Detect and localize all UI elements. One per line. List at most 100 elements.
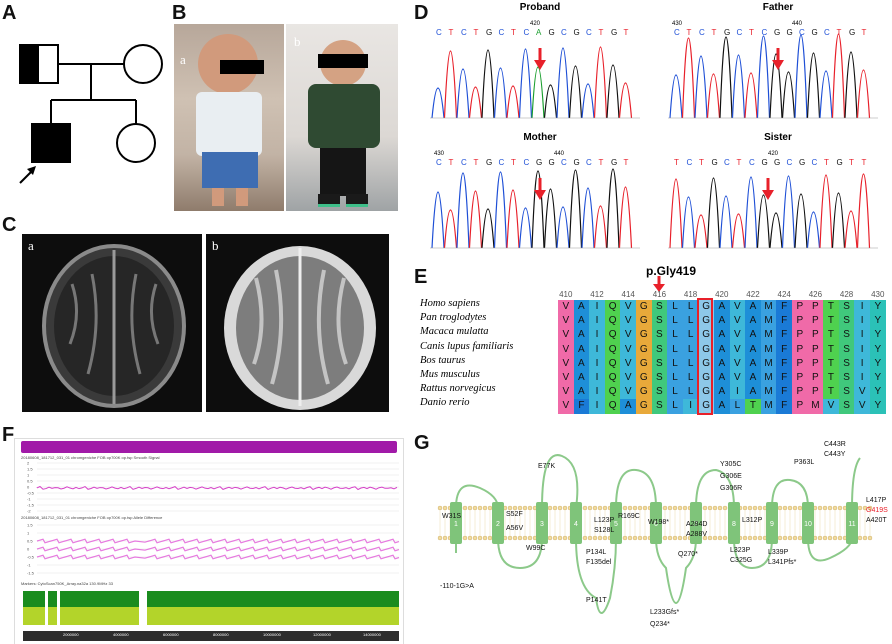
panel-label-e: E [414,266,428,288]
aa-cell: A [745,328,761,343]
variant-label: W31S [442,513,461,520]
aa-cell: Q [604,356,621,371]
aa-cell: V [620,342,636,357]
tm-helix [610,502,622,544]
aa-cell: L [682,356,699,371]
species-name: Pan troglodytes [420,312,487,324]
trace-peak [556,206,570,249]
position-number: 440 [792,21,803,27]
trace-peak [618,82,633,119]
shoe-left [318,194,340,207]
aa-cell: P [792,356,808,371]
aa-cell: L [682,342,699,357]
aa-cell: V [620,356,636,371]
base-call: T [824,158,829,167]
aa-cell: G [636,314,652,329]
variant-label: P134L [586,549,606,556]
aa-cell: I [589,399,605,414]
photo-sub-label-b: b [294,34,301,49]
aa-cell: T [823,342,839,357]
trace-peak [731,54,746,119]
black-pants [320,148,366,196]
base-call: G [774,28,780,37]
aa-cell: V [620,300,636,315]
aa-cell: V [854,399,870,414]
variant-label: L339P [768,549,789,556]
position-number: 430 [672,21,683,27]
aa-cell: T [745,399,761,414]
aa-cell: V [558,328,574,343]
trace-peak [719,36,733,119]
base-call: C [799,28,805,37]
y-tick-label: 1 [27,473,30,478]
trace-peak [831,33,846,119]
variant-arrow-head [534,190,546,200]
aa-cell: S [838,328,855,343]
aa-cell: V [729,356,746,371]
aa-cell: V [854,385,870,400]
trace-peak [581,187,595,249]
variant-arrow-head [772,60,784,70]
trace-peak [856,173,871,249]
aa-cell: G [698,385,714,400]
position-tick: 430 [871,290,885,299]
tm-number: 6 [654,521,658,528]
aa-cell: V [620,314,636,329]
tm-number: 11 [848,521,855,528]
aa-cell: S [838,342,855,357]
aa-cell: P [792,300,808,315]
trace-peak [794,193,808,249]
aa-cell: G [636,371,652,386]
sister-symbol [116,123,156,163]
trace-peak [431,87,445,119]
y-tick-label: 0.5 [27,539,33,544]
photo-sub-label-a: a [180,52,186,67]
aa-cell: A [714,399,730,414]
trace-peak [506,85,520,119]
aa-cell: Y [870,371,886,386]
mri-image-b: b [206,234,389,412]
trace-peak [794,34,808,119]
tm-helix [450,502,462,544]
ruler-tick: 14000000 [363,632,381,637]
y-tick-label: -1.5 [27,571,35,576]
base-call: C [524,28,530,37]
y-tick-label: -2 [27,509,31,514]
tm-number: 9 [770,521,774,528]
position-tick: 410 [559,290,573,299]
aa-cell: A [573,300,590,315]
aa-cell: A [745,356,761,371]
y-tick-label: 2 [27,461,30,466]
variant-label: C443R [824,441,846,448]
aa-cell: L [667,314,683,329]
aa-cell: S [651,385,668,400]
base-call: C [787,158,793,167]
aa-cell: I [682,399,699,414]
aa-cell: G [636,300,652,315]
base-call: G [549,158,555,167]
base-call: G [549,28,555,37]
base-call: G [849,28,855,37]
trace-peak [518,207,533,249]
trace-peak [606,168,620,249]
cnv-segment-bars [23,591,399,627]
base-call: C [499,158,505,167]
variant-arrow-head [534,60,546,70]
aa-cell: L [667,342,683,357]
highlight-box [697,298,713,415]
aa-cell: F [776,300,792,315]
base-call: C [561,158,567,167]
aa-cell: Q [604,371,621,386]
trace-peak [456,68,470,119]
aa-cell: M [760,314,777,329]
trace-peak [568,169,583,249]
mri-image-a: a [22,234,202,412]
aa-cell: A [745,342,761,357]
variant-label: L341Pfs* [768,559,797,566]
tm-number: 5 [614,521,618,528]
aa-cell: G [698,371,714,386]
base-call: G [611,28,617,37]
tm-helix [766,502,778,544]
position-tick: 414 [621,290,635,299]
